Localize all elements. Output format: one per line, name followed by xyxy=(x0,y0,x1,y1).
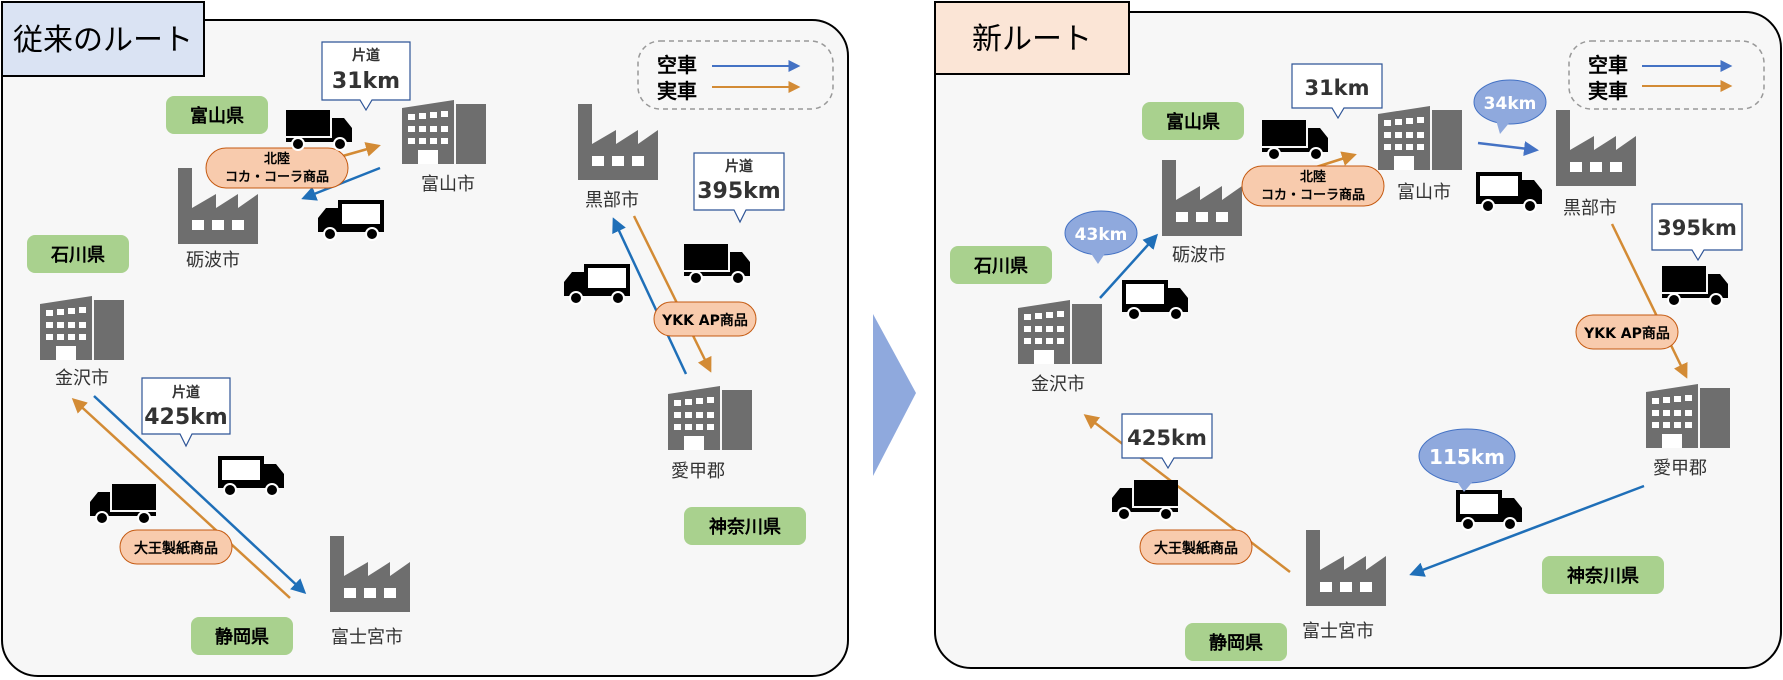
new-empty-arrow-kurobe xyxy=(1477,141,1539,157)
pref-ishikawa: 石川県 xyxy=(973,256,1028,277)
new-empty-arrow-fuji xyxy=(1409,484,1645,577)
new-dist-kanagawa: 395km xyxy=(1657,216,1737,240)
product-ykk: YKK AP商品 xyxy=(661,312,748,329)
pref-ishikawa: 石川県 xyxy=(50,245,105,266)
old-dist-toyama-oneway: 片道 xyxy=(352,47,380,64)
old-dist-kanagawa-km: 395km xyxy=(697,179,780,204)
new-loaded-arrow-aiko xyxy=(1610,223,1688,379)
new-route-panel: 新ルート 空車 実車 富山県 石川県 静岡県 神奈川県 富山市 砺波市 金沢市 … xyxy=(934,1,1782,669)
old-empty-arrow-kurobe xyxy=(612,217,688,375)
old-dist-shizuoka-oneway: 片道 xyxy=(172,384,200,401)
city-kanazawa: 金沢市 xyxy=(1031,374,1085,395)
kanazawa-office-icon xyxy=(40,296,124,360)
new-empty-arrow-tonami xyxy=(1099,233,1159,299)
old-dist-toyama-km: 31km xyxy=(332,69,400,94)
legend-empty-label: 空車 xyxy=(657,53,697,77)
legend-empty-label: 空車 xyxy=(1588,53,1628,77)
transition-chevron xyxy=(873,314,916,476)
pref-kanagawa: 神奈川県 xyxy=(1567,565,1639,587)
new-empty-dist-kurobe: 34km xyxy=(1484,94,1537,114)
product-hokuriku-2: コカ・コーラ商品 xyxy=(1261,187,1365,203)
old-panel-title: 従来のルート xyxy=(13,23,193,58)
new-empty-dist-fuji: 115km xyxy=(1429,445,1505,469)
pref-kanagawa: 神奈川県 xyxy=(709,516,781,538)
new-dist-toyama: 31km xyxy=(1304,76,1369,100)
new-loaded-arrow-kanazawa xyxy=(1083,414,1291,573)
product-hokuriku-2: コカ・コーラ商品 xyxy=(225,169,329,185)
aiko-office-icon xyxy=(1646,384,1730,448)
city-fujinomiya: 富士宮市 xyxy=(1302,621,1374,642)
old-loaded-arrow-aiko xyxy=(632,215,712,373)
city-tonami: 砺波市 xyxy=(1172,245,1226,266)
pref-toyama: 富山県 xyxy=(190,105,244,127)
pref-shizuoka: 静岡県 xyxy=(1209,632,1263,654)
new-dist-shizuoka: 425km xyxy=(1127,426,1207,450)
old-dist-kanagawa-oneway: 片道 xyxy=(725,158,753,175)
toyama-office-icon xyxy=(1378,106,1462,170)
legend: 空車 実車 xyxy=(1568,40,1765,110)
product-ykk: YKK AP商品 xyxy=(1583,325,1670,342)
aiko-office-icon xyxy=(668,386,752,450)
legend-loaded-label: 実車 xyxy=(1588,79,1628,103)
city-fujinomiya: 富士宮市 xyxy=(331,627,403,648)
old-route-panel: 従来のルート 空車 実車 富山県 石川県 静岡県 神奈川県 富山市 砺波市 金沢… xyxy=(1,1,849,677)
pref-shizuoka: 静岡県 xyxy=(215,626,269,648)
product-daio: 大王製紙商品 xyxy=(1154,540,1238,557)
new-panel-title: 新ルート xyxy=(972,22,1092,57)
city-toyama: 富山市 xyxy=(1397,182,1451,203)
pref-toyama: 富山県 xyxy=(1166,111,1220,133)
legend: 空車 実車 xyxy=(637,40,834,110)
city-kanazawa: 金沢市 xyxy=(55,368,109,389)
old-loaded-arrow-kanazawa xyxy=(71,397,291,599)
city-kurobe: 黒部市 xyxy=(1563,198,1617,219)
old-dist-shizuoka-km: 425km xyxy=(144,405,227,430)
city-aiko: 愛甲郡 xyxy=(671,461,725,482)
new-empty-dist-tonami: 43km xyxy=(1075,225,1128,245)
old-empty-arrow-fuji xyxy=(93,395,307,595)
legend-loaded-label: 実車 xyxy=(657,79,697,103)
kanazawa-office-icon xyxy=(1018,300,1102,364)
old-empty-arrow-tonami xyxy=(301,166,381,201)
product-daio: 大王製紙商品 xyxy=(134,540,218,557)
city-tonami: 砺波市 xyxy=(186,250,240,271)
product-hokuriku-1: 北陸 xyxy=(1300,169,1326,185)
toyama-office-icon xyxy=(402,100,486,164)
product-hokuriku-1: 北陸 xyxy=(264,151,290,167)
city-kurobe: 黒部市 xyxy=(585,190,639,211)
city-toyama: 富山市 xyxy=(421,174,475,195)
city-aiko: 愛甲郡 xyxy=(1653,458,1707,479)
